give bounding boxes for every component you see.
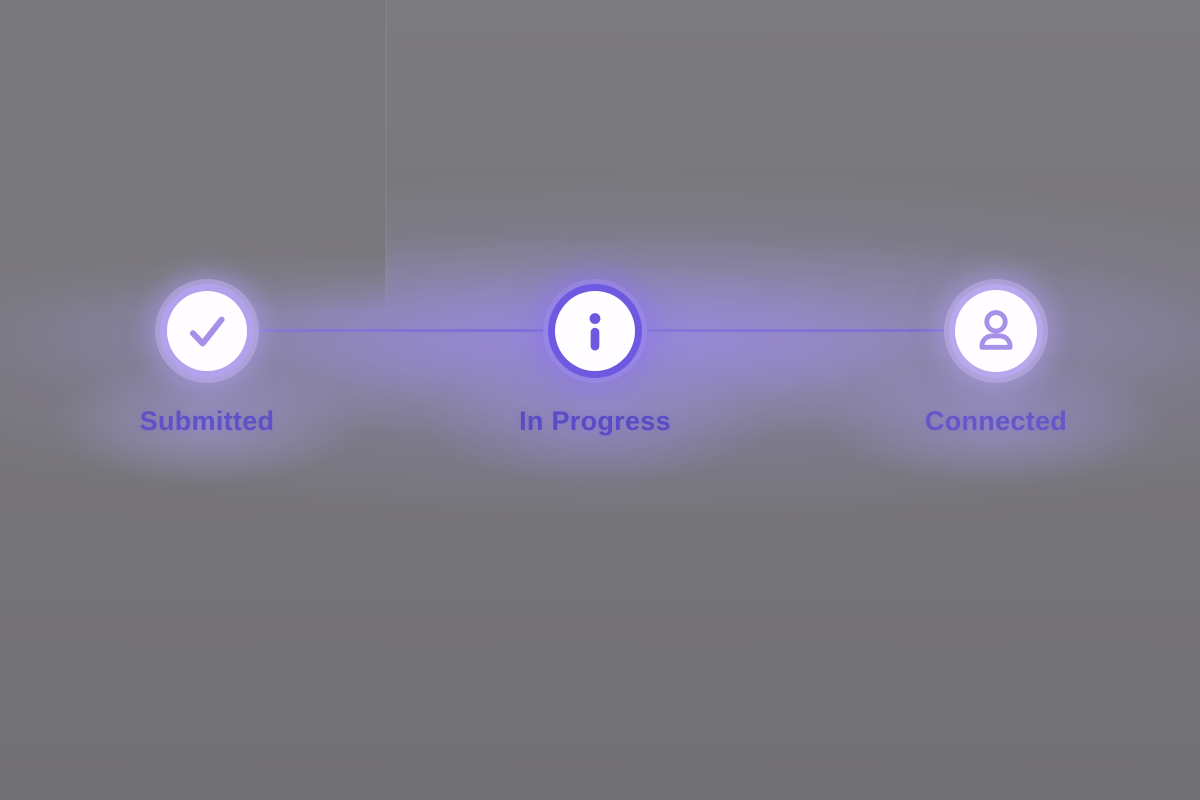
step-label-submitted: Submitted <box>139 406 275 436</box>
step-in-progress: In Progress <box>465 284 725 437</box>
step-circle-submitted <box>160 284 254 378</box>
user-icon <box>979 310 1013 350</box>
background-seam-edge <box>385 0 387 300</box>
background-seam-left <box>0 0 386 312</box>
step-circle-connected <box>949 284 1043 378</box>
step-label-in-progress: In Progress <box>519 406 671 436</box>
step-submitted: Submitted <box>77 284 337 437</box>
connector-line-2 <box>647 329 944 332</box>
step-connected: Connected <box>866 284 1126 437</box>
check-icon <box>189 316 225 347</box>
step-circle-in-progress <box>548 284 642 378</box>
step-label-connected: Connected <box>924 406 1068 436</box>
info-icon <box>589 313 601 351</box>
connector-line-1 <box>259 329 544 332</box>
